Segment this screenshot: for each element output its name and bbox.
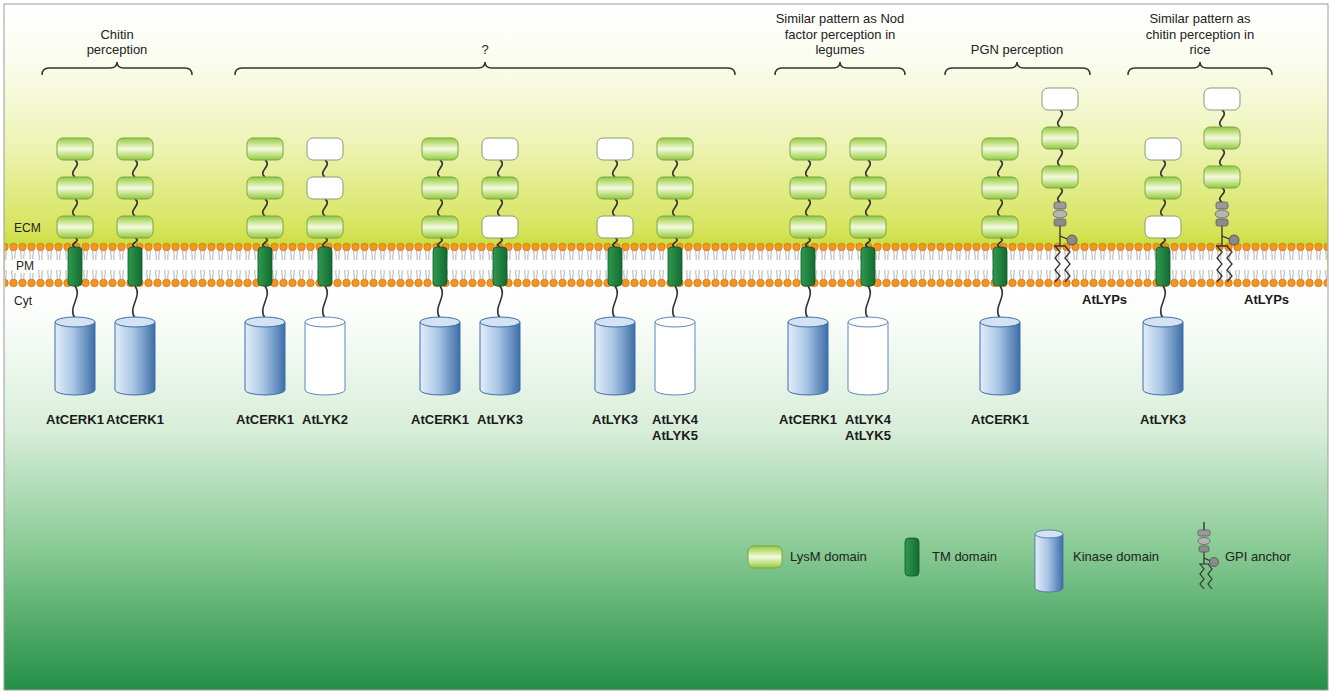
group-heading: ?: [470, 42, 500, 58]
group-heading: PGN perception: [947, 42, 1087, 58]
receptor-drawing: [968, 80, 1032, 440]
receptor-drawing: [1028, 80, 1092, 440]
receptor-name: AtLYK3: [1140, 412, 1186, 428]
receptor-kinase: AtCERK1: [968, 80, 1032, 440]
gpi-anchored-protein: AtLYPs: [1190, 80, 1254, 440]
receptor-kinase: AtLYK3: [468, 80, 532, 440]
group-heading: Similar pattern as Nod factor perception…: [772, 11, 908, 58]
receptor-name: AtCERK1: [236, 412, 294, 428]
receptor-drawing: [1190, 80, 1254, 440]
receptor-kinase: AtCERK1: [43, 80, 107, 440]
compartment-label: ECM: [14, 221, 41, 235]
gpi-anchored-protein: AtLYPs: [1028, 80, 1092, 440]
compartment-label: Cyt: [14, 294, 32, 308]
group-heading: Similar pattern as chitin perception in …: [1141, 11, 1259, 58]
receptor-name: AtLYK2: [302, 412, 348, 428]
receptor-kinase: AtLYK3: [583, 80, 647, 440]
receptor-drawing: [103, 80, 167, 440]
legend-text: GPI anchor: [1225, 549, 1291, 565]
legend-text: Kinase domain: [1073, 549, 1159, 565]
receptor-drawing: [293, 80, 357, 440]
receptor-kinase: AtCERK1: [233, 80, 297, 440]
receptor-name: AtLYK3: [477, 412, 523, 428]
receptor-drawing: [776, 80, 840, 440]
lipid-bilayer: [5, 242, 1327, 288]
receptor-drawing: [643, 80, 707, 440]
receptor-drawing: [1131, 80, 1195, 440]
receptor-name: AtCERK1: [411, 412, 469, 428]
receptor-kinase: AtCERK1: [776, 80, 840, 440]
group-heading: Chitin perception: [77, 27, 157, 58]
legend-text: TM domain: [932, 549, 997, 565]
compartment-label: PM: [14, 259, 36, 273]
receptor-name: AtLYPs: [1244, 292, 1289, 308]
receptor-name: AtLYK4 AtLYK5: [845, 412, 891, 443]
receptor-name: AtLYK3: [592, 412, 638, 428]
receptor-kinase: AtLYK4 AtLYK5: [836, 80, 900, 440]
group-brackets: [42, 62, 1272, 75]
receptor-drawing: [233, 80, 297, 440]
receptor-drawing: [408, 80, 472, 440]
receptor-name: AtLYK4 AtLYK5: [652, 412, 698, 443]
receptor-kinase: AtLYK3: [1131, 80, 1195, 440]
legend-text: LysM domain: [790, 549, 867, 565]
receptor-kinase: AtLYK2: [293, 80, 357, 440]
receptor-drawing: [43, 80, 107, 440]
receptor-name: AtCERK1: [106, 412, 164, 428]
receptor-drawing: [583, 80, 647, 440]
receptor-kinase: AtCERK1: [408, 80, 472, 440]
background-gradient: [4, 4, 1328, 690]
receptor-name: AtLYPs: [1082, 292, 1127, 308]
legend-icons: [748, 522, 1219, 592]
receptor-drawing: [836, 80, 900, 440]
receptor-drawing: [468, 80, 532, 440]
receptor-kinase: AtCERK1: [103, 80, 167, 440]
receptor-kinase: AtLYK4 AtLYK5: [643, 80, 707, 440]
receptor-name: AtCERK1: [46, 412, 104, 428]
receptor-name: AtCERK1: [971, 412, 1029, 428]
receptor-name: AtCERK1: [779, 412, 837, 428]
